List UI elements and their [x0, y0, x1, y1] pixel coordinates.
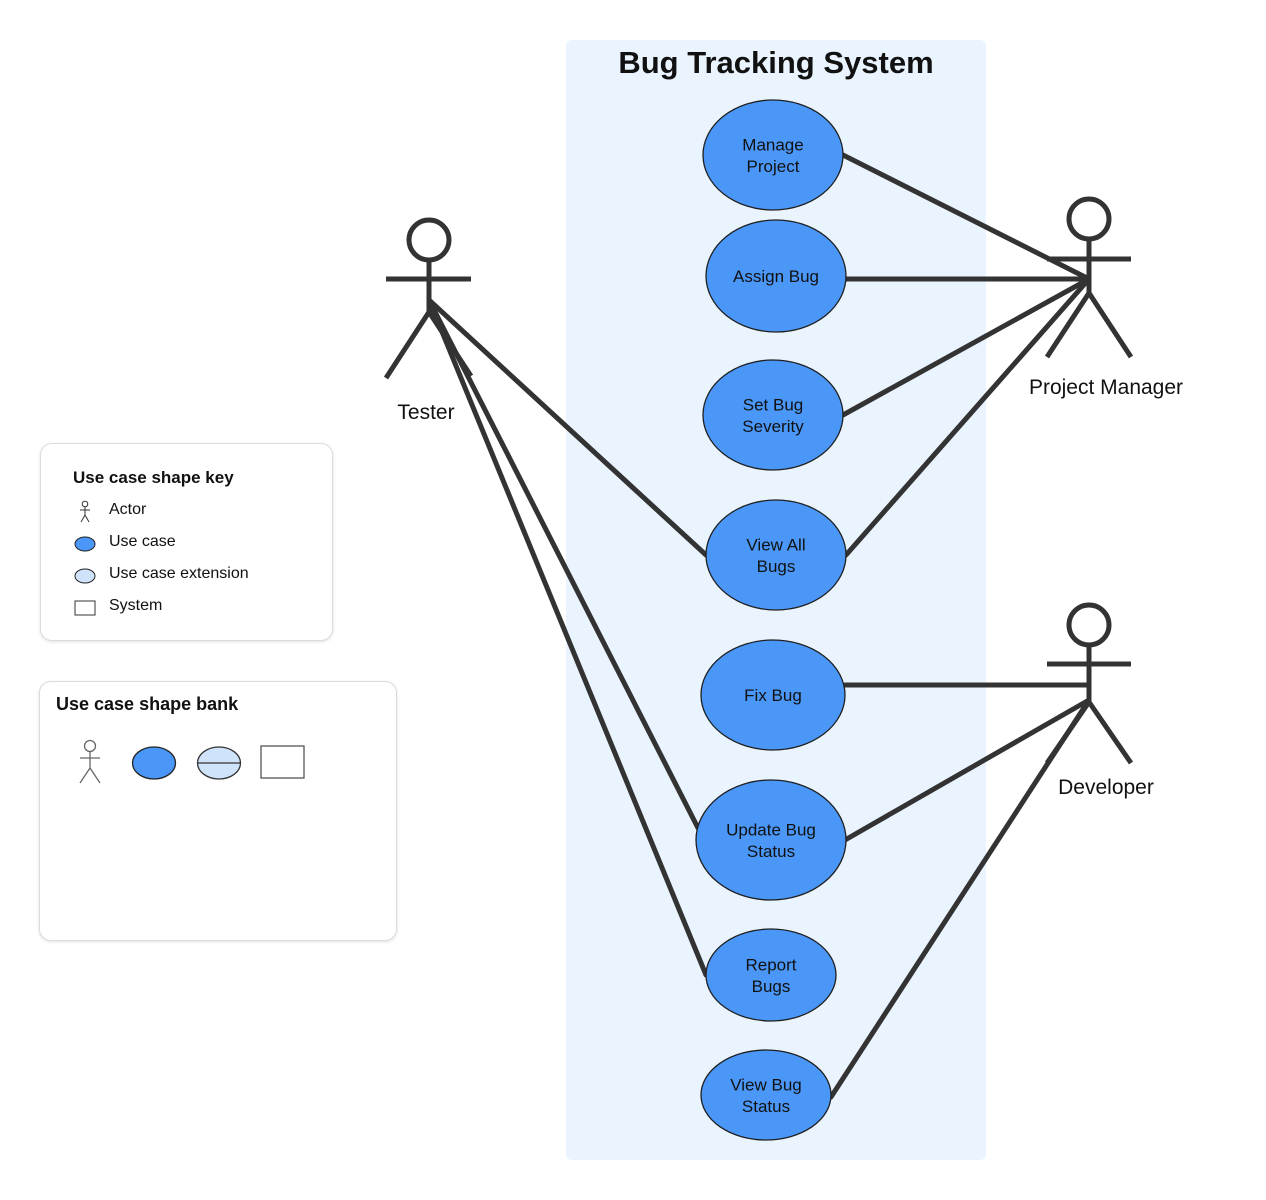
use-case-label: Bugs [752, 977, 791, 996]
actor-label: Tester [397, 401, 454, 424]
use-case-label: Update Bug [726, 820, 816, 839]
association-tester-report[interactable] [426, 297, 709, 978]
key-item-actor: Actor [71, 500, 321, 523]
use-case-label: Manage [742, 135, 803, 154]
use-case-assign[interactable]: Assign Bug [705, 219, 847, 333]
use-case-label: View Bug [730, 1075, 802, 1094]
actor-icon [80, 500, 90, 523]
association-tester-viewall[interactable] [426, 297, 709, 558]
use-case-label: Severity [742, 417, 804, 436]
association-pm-severity[interactable] [840, 276, 1092, 418]
use-case-ellipse[interactable] [700, 1049, 832, 1141]
actor-dev[interactable]: Developer [1044, 602, 1154, 799]
actor-leg-right [1086, 291, 1134, 359]
actor-leg-left [1044, 291, 1092, 359]
actor-tester[interactable]: Tester [383, 217, 474, 424]
use-case-label: Report [745, 955, 796, 974]
use-case-label: View All [746, 535, 805, 554]
actor-leg-right [1086, 700, 1134, 765]
actor-leg-right [426, 310, 474, 378]
key-label-use-case-extension: Use case extension [109, 565, 249, 582]
use-case-icon [74, 536, 96, 552]
association-dev-viewstatus[interactable] [828, 697, 1092, 1100]
shape-key-panel: Use case shape key Actor Use case Use ca… [40, 443, 333, 641]
actor-pm[interactable]: Project Manager [1029, 196, 1183, 399]
system-icon[interactable] [259, 744, 307, 782]
use-case-fix[interactable]: Fix Bug [700, 639, 846, 751]
use-case-ellipse[interactable] [695, 779, 847, 901]
actor-label: Project Manager [1029, 376, 1183, 399]
use-case-label: Fix Bug [744, 686, 802, 705]
actor-head [1066, 196, 1112, 242]
use-case-ellipse[interactable] [705, 928, 837, 1022]
association-pm-viewall[interactable] [843, 276, 1092, 558]
actor-head [1066, 602, 1112, 648]
system-title: Bug Tracking System [618, 45, 933, 80]
use-case-ellipse[interactable] [705, 219, 847, 333]
association-dev-update[interactable] [842, 697, 1092, 843]
actor-leg-left [1044, 700, 1092, 765]
shape-bank-panel: Use case shape bank [39, 681, 397, 941]
associations [426, 152, 1092, 1100]
use-case-label: Set Bug [743, 395, 804, 414]
key-item-use-case: Use case [71, 532, 321, 554]
use-case-extension-icon [74, 568, 96, 584]
use-case-label: Status [747, 842, 795, 861]
use-case-label: Bugs [757, 557, 796, 576]
use-case-extension-icon[interactable] [195, 744, 243, 782]
actor-icon[interactable] [74, 738, 108, 786]
use-case-ellipse[interactable] [700, 639, 846, 751]
shape-key-title: Use case shape key [73, 468, 234, 487]
shape-bank-title: Use case shape bank [56, 694, 239, 714]
use-case-label: Status [742, 1097, 790, 1116]
actor-head [406, 217, 452, 263]
use-case-ellipse[interactable] [702, 99, 844, 211]
use-case-label: Project [747, 157, 800, 176]
key-label-system: System [109, 597, 163, 614]
association-tester-update[interactable] [426, 297, 701, 831]
key-label-use-case: Use case [109, 533, 176, 550]
key-label-actor: Actor [109, 501, 147, 518]
use-case-ellipse[interactable] [705, 499, 847, 611]
key-item-use-case-extension: Use case extension [71, 564, 321, 586]
key-item-system: System [71, 596, 321, 618]
use-case-ellipse[interactable] [702, 359, 844, 471]
system-icon [74, 600, 96, 616]
use-case-label: Assign Bug [733, 267, 819, 286]
actor-label: Developer [1058, 776, 1154, 799]
actor-leg-left [383, 310, 432, 380]
use-case-icon[interactable] [130, 744, 178, 782]
